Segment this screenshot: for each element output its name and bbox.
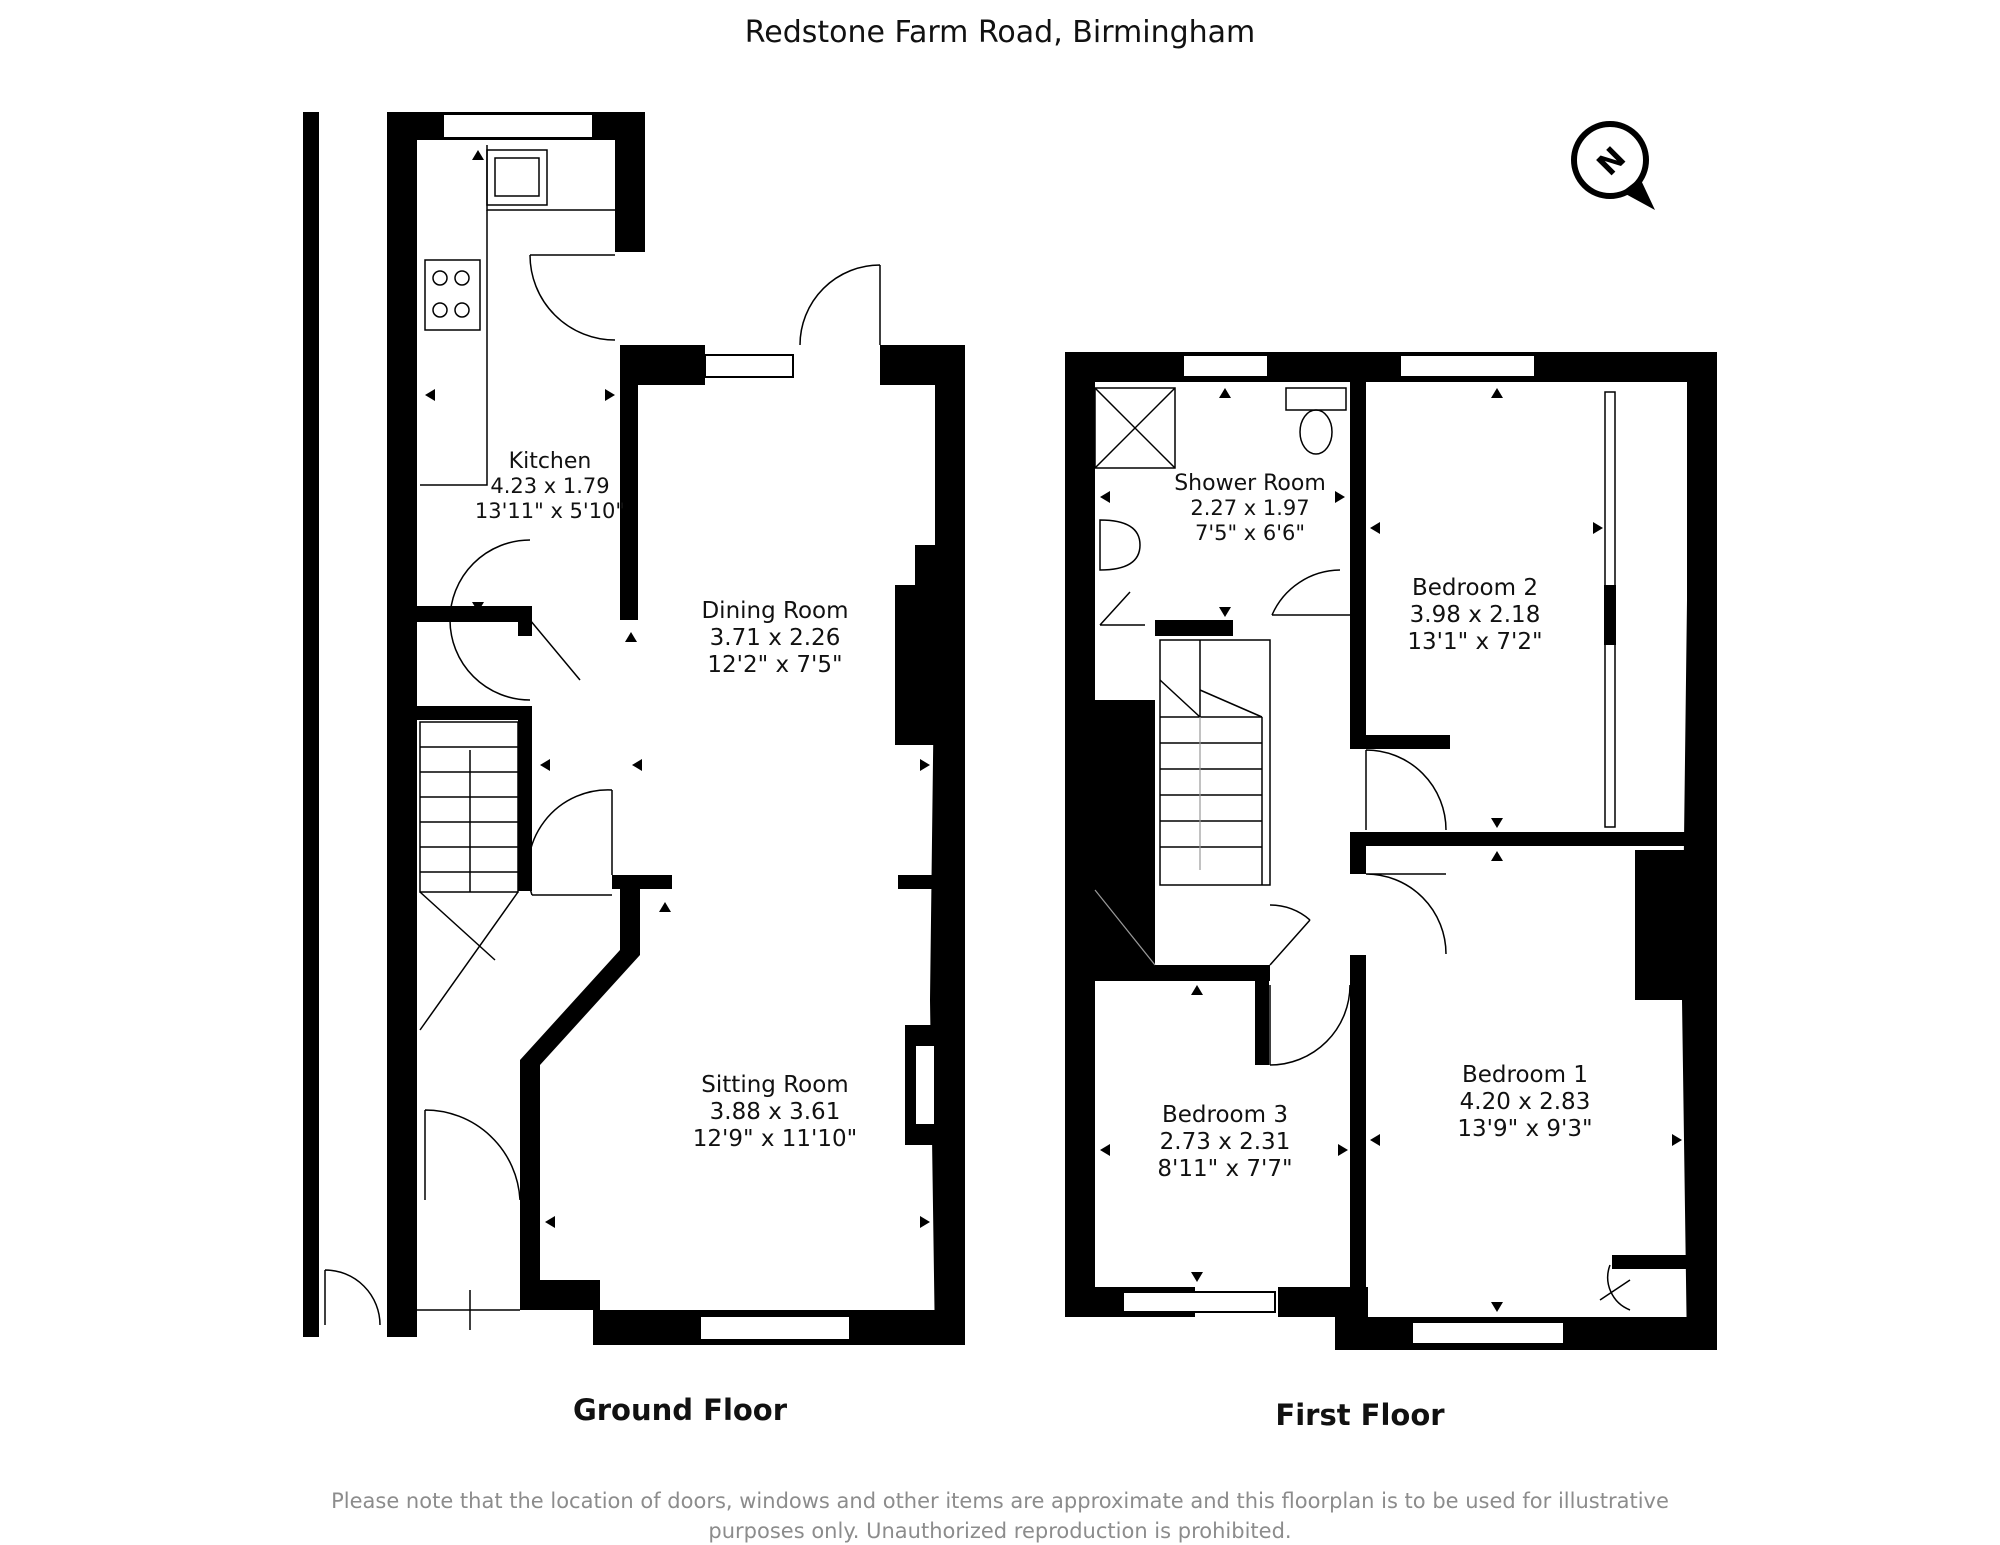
bed1-wall-left bbox=[1350, 955, 1366, 1315]
shower-cupboard-door bbox=[1099, 591, 1145, 626]
void-block bbox=[1095, 700, 1155, 890]
dining-door bbox=[527, 789, 613, 896]
kitchen-name: Kitchen bbox=[509, 449, 592, 474]
kitchen-worktop-side bbox=[420, 210, 488, 486]
bed3-imperial: 8'11" x 7'7" bbox=[1157, 1156, 1292, 1182]
kitchen-window bbox=[442, 113, 594, 139]
compass-letter: N bbox=[1591, 141, 1634, 184]
kitchen-dining-wall bbox=[620, 345, 638, 620]
bed2-metric: 3.98 x 2.18 bbox=[1410, 602, 1541, 628]
dining-wall-top-left bbox=[620, 345, 705, 385]
kitchen-sink-basin bbox=[494, 157, 540, 197]
kitchen-hall-door bbox=[449, 539, 581, 701]
chimney-breast bbox=[895, 585, 965, 745]
sitting-name: Sitting Room bbox=[701, 1072, 848, 1098]
front-wall-left bbox=[520, 1280, 600, 1310]
ground-wall-left bbox=[387, 112, 417, 1337]
stair-wall-right bbox=[518, 706, 532, 891]
bed2-name: Bedroom 2 bbox=[1412, 575, 1538, 601]
bed2-bed1-wall bbox=[1350, 832, 1717, 846]
chimney-breast-top bbox=[915, 545, 965, 585]
bed2-wardrobe-handle bbox=[1604, 585, 1616, 645]
bed1-cupboard-wall bbox=[1612, 1255, 1687, 1269]
kitchen-metric: 4.23 x 1.79 bbox=[490, 474, 609, 498]
bed3-window bbox=[1122, 1291, 1276, 1313]
first-wall-top bbox=[1065, 352, 1717, 382]
sitting-fireplace bbox=[914, 1044, 936, 1126]
sitting-imperial: 12'9" x 11'10" bbox=[693, 1126, 857, 1152]
shower-door bbox=[1271, 569, 1350, 616]
dining-sitting-pier bbox=[898, 875, 938, 889]
bed2-door bbox=[1365, 749, 1447, 831]
boundary-wall bbox=[303, 112, 319, 1337]
dining-metric: 3.71 x 2.26 bbox=[710, 625, 841, 651]
toilet-bowl bbox=[1299, 409, 1333, 455]
shower-name: Shower Room bbox=[1174, 471, 1326, 496]
bed3-name: Bedroom 3 bbox=[1162, 1102, 1288, 1128]
kitchen-worktop-top bbox=[486, 145, 615, 211]
shower-basin bbox=[1099, 519, 1141, 571]
shower-metric: 2.27 x 1.97 bbox=[1190, 496, 1309, 520]
bed1-door bbox=[1365, 873, 1447, 955]
kitchen-back-door bbox=[529, 254, 616, 341]
disclaimer-line-1: Please note that the location of doors, … bbox=[331, 1489, 1669, 1513]
bed1-chimney bbox=[1635, 850, 1687, 1000]
bed1-imperial: 13'9" x 9'3" bbox=[1457, 1116, 1592, 1142]
compass-icon: N bbox=[1571, 121, 1655, 210]
bed1-cupboard-door bbox=[1599, 1264, 1631, 1311]
bed3-metric: 2.73 x 2.31 bbox=[1160, 1129, 1291, 1155]
first-dimension-arrows bbox=[1100, 388, 1682, 1312]
bed1-window bbox=[1411, 1321, 1565, 1345]
ground-dimension-arrows bbox=[425, 150, 930, 1335]
kitchen-imperial: 13'11" x 5'10" bbox=[475, 499, 625, 523]
bed1-name: Bedroom 1 bbox=[1462, 1062, 1588, 1088]
shower-imperial: 7'5" x 6'6" bbox=[1195, 521, 1305, 545]
side-gate bbox=[324, 1269, 381, 1326]
dining-window bbox=[704, 354, 794, 378]
first-wall-left bbox=[1065, 352, 1095, 1317]
shower-tray bbox=[1094, 387, 1176, 469]
first-floor-label: First Floor bbox=[1275, 1398, 1445, 1432]
shower-window bbox=[1182, 354, 1269, 378]
sitting-metric: 3.88 x 3.61 bbox=[710, 1099, 841, 1125]
landing-jamb bbox=[1350, 832, 1366, 874]
bed3-wall-right bbox=[1255, 965, 1269, 1065]
ground-wall-right bbox=[930, 345, 965, 1345]
bed2-window bbox=[1399, 354, 1536, 378]
plan-title: Redstone Farm Road, Birmingham bbox=[745, 15, 1256, 50]
first-floor-plan bbox=[1065, 352, 1717, 1350]
kitchen-wall-right bbox=[615, 112, 645, 252]
sitting-bay-wall bbox=[520, 875, 640, 1280]
bed2-imperial: 13'1" x 7'2" bbox=[1407, 629, 1542, 655]
kitchen-wall-right-top bbox=[615, 140, 645, 154]
kitchen-hob bbox=[424, 259, 481, 331]
stair-wall-top bbox=[1155, 620, 1233, 636]
first-wall-right bbox=[1682, 352, 1717, 1350]
airing-cupboard-door bbox=[1269, 904, 1311, 966]
first-stairs bbox=[1159, 639, 1271, 886]
dining-name: Dining Room bbox=[701, 598, 848, 624]
kitchen-door-jamb bbox=[518, 606, 532, 636]
disclaimer-line-2: purposes only. Unauthorized reproduction… bbox=[708, 1519, 1291, 1543]
bed3-door bbox=[1269, 984, 1351, 1066]
bed2-wall-bottom-left bbox=[1350, 735, 1450, 749]
bed1-metric: 4.20 x 2.83 bbox=[1460, 1089, 1591, 1115]
bed3-wall-top bbox=[1095, 965, 1270, 981]
shower-bed2-wall bbox=[1350, 382, 1366, 747]
dining-back-door bbox=[799, 264, 881, 346]
sitting-window bbox=[699, 1315, 851, 1341]
ground-stairs bbox=[419, 721, 519, 1031]
kitchen-wall-bottom bbox=[417, 606, 532, 622]
hall-wall-top bbox=[417, 706, 532, 720]
toilet-cistern bbox=[1285, 387, 1347, 411]
kitchen-sink bbox=[486, 149, 548, 206]
ground-floor-label: Ground Floor bbox=[573, 1393, 788, 1427]
ground-floor-plan bbox=[303, 112, 965, 1345]
front-door bbox=[424, 1109, 521, 1201]
dining-imperial: 12'2" x 7'5" bbox=[707, 652, 842, 678]
